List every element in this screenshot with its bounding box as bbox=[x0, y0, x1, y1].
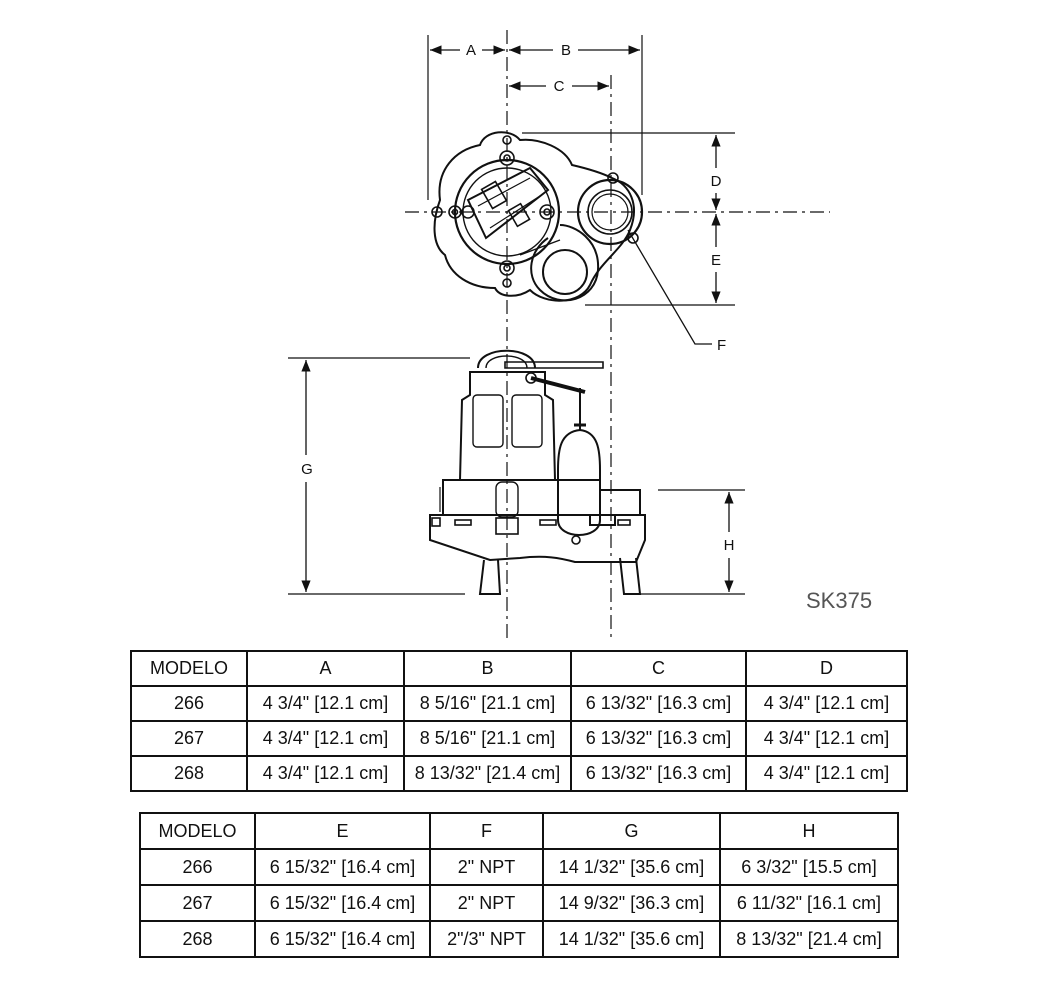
dim-label-e: E bbox=[711, 252, 721, 269]
header-cell: MODELO bbox=[139, 812, 256, 850]
dimensions-table-e-h: MODELO E F G H 266 6 15/32" [16.4 cm] 2"… bbox=[139, 812, 899, 958]
value-cell: 8 5/16" [21.1 cm] bbox=[403, 720, 572, 757]
header-cell: E bbox=[254, 812, 431, 850]
table-row: 267 4 3/4" [12.1 cm] 8 5/16" [21.1 cm] 6… bbox=[130, 720, 908, 757]
pump-dimension-drawing: A B C D E F G H bbox=[288, 30, 830, 640]
dim-label-f: F bbox=[717, 337, 726, 354]
header-cell: G bbox=[542, 812, 721, 850]
table-row: 267 6 15/32" [16.4 cm] 2" NPT 14 9/32" [… bbox=[139, 884, 899, 922]
value-cell: 8 13/32" [21.4 cm] bbox=[403, 755, 572, 792]
table-row: 268 6 15/32" [16.4 cm] 2"/3" NPT 14 1/32… bbox=[139, 920, 899, 958]
value-cell: 6 13/32" [16.3 cm] bbox=[570, 720, 747, 757]
value-cell: 2"/3" NPT bbox=[429, 920, 544, 958]
value-cell: 14 9/32" [36.3 cm] bbox=[542, 884, 721, 922]
value-cell: 6 15/32" [16.4 cm] bbox=[254, 884, 431, 922]
value-cell: 2" NPT bbox=[429, 884, 544, 922]
header-cell: H bbox=[719, 812, 899, 850]
value-cell: 8 5/16" [21.1 cm] bbox=[403, 685, 572, 722]
pump-side-view bbox=[288, 349, 745, 595]
table-row: 268 4 3/4" [12.1 cm] 8 13/32" [21.4 cm] … bbox=[130, 755, 908, 792]
model-cell: 268 bbox=[130, 755, 248, 792]
value-cell: 4 3/4" [12.1 cm] bbox=[246, 685, 405, 722]
pump-top-view bbox=[405, 30, 830, 640]
dim-label-b: B bbox=[561, 42, 571, 59]
model-cell: 268 bbox=[139, 920, 256, 958]
model-code: SK375 bbox=[806, 588, 873, 613]
dim-label-a: A bbox=[466, 42, 476, 59]
header-cell: A bbox=[246, 650, 405, 687]
dimensions-table-a-d: MODELO A B C D 266 4 3/4" [12.1 cm] 8 5/… bbox=[130, 650, 908, 792]
header-cell: B bbox=[403, 650, 572, 687]
model-cell: 267 bbox=[130, 720, 248, 757]
value-cell: 4 3/4" [12.1 cm] bbox=[246, 720, 405, 757]
model-cell: 266 bbox=[130, 685, 248, 722]
table-header-row: MODELO E F G H bbox=[139, 812, 899, 850]
table-header-row: MODELO A B C D bbox=[130, 650, 908, 687]
value-cell: 14 1/32" [35.6 cm] bbox=[542, 848, 721, 886]
table-row: 266 6 15/32" [16.4 cm] 2" NPT 14 1/32" [… bbox=[139, 848, 899, 886]
value-cell: 6 15/32" [16.4 cm] bbox=[254, 920, 431, 958]
dim-label-g: G bbox=[301, 461, 313, 478]
value-cell: 2" NPT bbox=[429, 848, 544, 886]
header-cell: MODELO bbox=[130, 650, 248, 687]
value-cell: 6 13/32" [16.3 cm] bbox=[570, 755, 747, 792]
value-cell: 4 3/4" [12.1 cm] bbox=[246, 755, 405, 792]
header-cell: C bbox=[570, 650, 747, 687]
value-cell: 4 3/4" [12.1 cm] bbox=[745, 720, 908, 757]
table-row: 266 4 3/4" [12.1 cm] 8 5/16" [21.1 cm] 6… bbox=[130, 685, 908, 722]
header-cell: F bbox=[429, 812, 544, 850]
value-cell: 8 13/32" [21.4 cm] bbox=[719, 920, 899, 958]
value-cell: 6 11/32" [16.1 cm] bbox=[719, 884, 899, 922]
header-cell: D bbox=[745, 650, 908, 687]
model-cell: 266 bbox=[139, 848, 256, 886]
value-cell: 14 1/32" [35.6 cm] bbox=[542, 920, 721, 958]
model-cell: 267 bbox=[139, 884, 256, 922]
dim-label-c: C bbox=[554, 78, 565, 95]
value-cell: 4 3/4" [12.1 cm] bbox=[745, 755, 908, 792]
dim-label-d: D bbox=[711, 173, 722, 190]
value-cell: 6 13/32" [16.3 cm] bbox=[570, 685, 747, 722]
dim-label-h: H bbox=[724, 537, 735, 554]
value-cell: 6 15/32" [16.4 cm] bbox=[254, 848, 431, 886]
value-cell: 6 3/32" [15.5 cm] bbox=[719, 848, 899, 886]
value-cell: 4 3/4" [12.1 cm] bbox=[745, 685, 908, 722]
dimension-lines bbox=[301, 45, 734, 592]
